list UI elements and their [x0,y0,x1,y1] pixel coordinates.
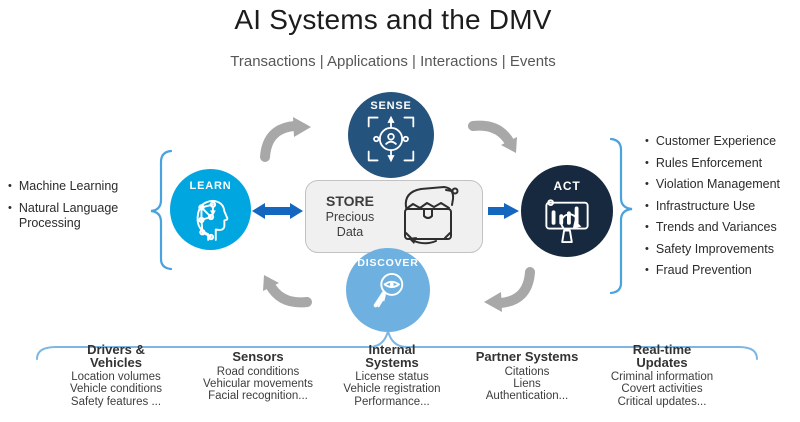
group-heading: Vehicles [89,354,143,370]
capability-item: • Machine Learning [8,179,136,194]
cycle-arrow-top-left [260,117,311,162]
outcomes-list: • Customer Experience • Rules Enforcemen… [645,134,797,286]
source-item: Performance... [354,395,430,408]
capability-item: • Natural Language Processing [8,201,136,231]
group-heading: Systems [365,354,419,370]
bullet: • [645,221,649,233]
right-brace [609,137,633,295]
left-brace [150,149,173,271]
source-item: Vehicle conditions [69,383,163,396]
cycle-arrow-bottom-left [263,275,312,308]
group-items: Criminal information Covert activities C… [611,371,713,408]
discover-label: DISCOVER [357,257,419,269]
store-title: STORE [326,193,374,209]
group-items: Location volumes Vehicle conditions Safe… [70,371,162,408]
sense-node: SENSE [348,92,434,178]
outcome-text: Rules Enforcement [655,155,763,170]
capability-text: Machine Learning [18,179,119,193]
group-items: Citations Liens Authentication... [476,366,579,403]
outcome-item: • Violation Management [645,177,797,192]
bullet: • [645,178,649,190]
group-items: Road conditions Vehicular movements Faci… [203,366,313,403]
source-group-sensors: Sensors Road conditions Vehicular moveme… [203,349,313,403]
store-act-arrow [488,203,519,219]
cycle-arrow-top-right [468,120,517,153]
outcome-text: Customer Experience [655,134,777,148]
source-item: Vehicular movements [203,377,313,390]
bullet: • [645,156,649,169]
source-item: Authentication... [485,390,569,403]
source-item: Vehicle registration [343,383,441,396]
outcome-text: Trends and Variances [655,220,777,234]
chart-board-refresh-icon [543,194,591,249]
outcome-text: Fraud Prevention [655,263,752,277]
group-heading: Partner Systems [475,349,579,364]
outcome-text: Infrastructure Use [655,198,756,213]
store-box: STORE Precious Data [305,180,483,253]
group-heading: Real-time [632,342,692,357]
store-subtitle-line2: Data [336,225,364,239]
learn-label: LEARN [189,180,232,192]
group-heading: Updates [636,354,688,370]
source-item: Location volumes [71,371,161,383]
learn-node: LEARN [170,169,251,250]
group-heading: Sensors [232,349,284,364]
bullet: • [645,135,649,147]
discover-node: DISCOVER [346,248,430,332]
person-target-scan-icon [366,113,416,170]
bullet: • [8,202,12,214]
bullet: • [645,242,649,255]
outcome-item: • Infrastructure Use [645,198,797,214]
sense-label: SENSE [370,100,412,112]
act-label: ACT [553,179,581,193]
group-heading: Drivers & [87,342,145,357]
ai-capabilities-list: • Machine Learning • Natural Language Pr… [8,179,136,238]
page-title: AI Systems and the DMV [234,4,552,35]
store-subtitle-line1: Precious [325,210,375,224]
group-items: License status Vehicle registration Perf… [343,371,440,408]
source-group-drivers-vehicles: Drivers & Vehicles Location volumes Vehi… [70,342,162,408]
outcome-item: • Rules Enforcement [645,155,797,171]
bullet: • [645,264,649,276]
outcome-item: • Trends and Variances [645,220,797,235]
source-item: Critical updates... [617,395,707,408]
outcome-item: • Fraud Prevention [645,263,797,278]
store-text: STORE Precious Data [306,193,394,240]
bullet: • [645,199,649,212]
outcome-item: • Customer Experience [645,134,797,149]
source-group-internal-systems: Internal Systems License status Vehicle … [343,342,440,408]
treasure-chest-icon [394,182,462,251]
outcome-text: Violation Management [655,177,781,191]
capability-text: Natural Language Processing [18,201,119,230]
page-subtitle: Transactions | Applications | Interactio… [230,53,556,70]
outcome-item: • Safety Improvements [645,241,797,257]
source-group-partner-systems: Partner Systems Citations Liens Authenti… [475,349,579,403]
act-node: ACT [521,165,613,257]
source-item: Road conditions [216,365,300,378]
source-item: Citations [504,365,550,378]
source-item: Safety features ... [70,395,162,408]
source-item: Liens [513,377,541,390]
group-heading: Internal [368,342,416,357]
source-item: Criminal information [610,371,714,383]
source-item: Covert activities [621,383,703,396]
magnifier-eye-icon [368,270,408,321]
learn-store-double-arrow [252,203,303,219]
source-item: License status [355,371,429,383]
source-group-realtime-updates: Real-time Updates Criminal information C… [611,342,713,408]
bullet: • [8,180,12,192]
source-item: Facial recognition... [208,390,308,403]
outcome-text: Safety Improvements [655,241,774,256]
cycle-arrow-bottom-right [484,267,535,312]
head-neural-network-icon [190,193,232,246]
